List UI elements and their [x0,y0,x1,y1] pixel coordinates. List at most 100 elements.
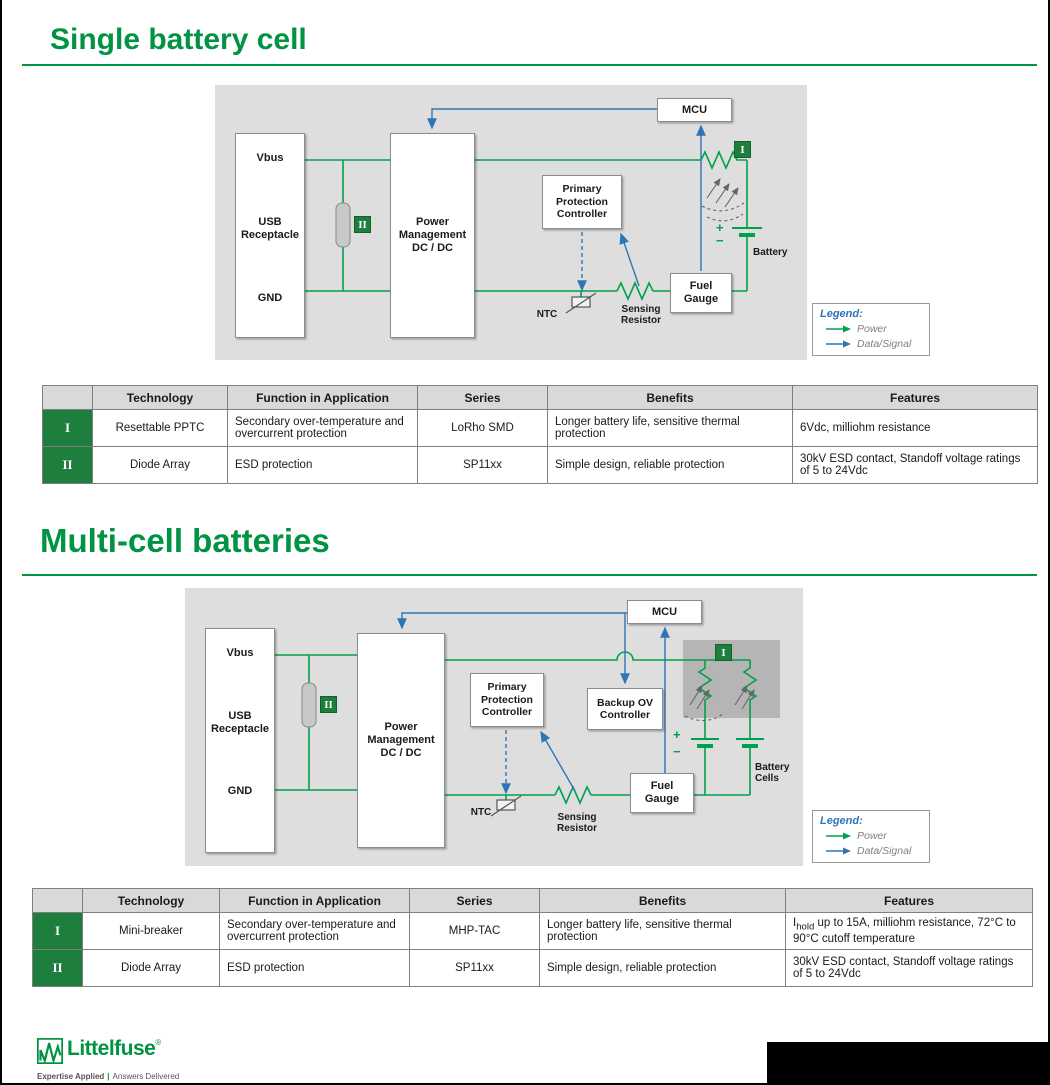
row-badge: II [32,949,83,987]
battery-cells-label: Battery Cells [755,762,790,785]
cell-benefits: Longer battery life, sensitive thermal p… [547,409,793,447]
cell-features: 30kV ESD contact, Standoff voltage ratin… [785,949,1033,987]
power-management-block: Power Management DC / DC [357,633,445,848]
multi-cell-table: Technology Function in Application Serie… [32,888,1033,987]
tagline-left: Expertise Applied [37,1072,105,1081]
usb-receptacle-label: USB Receptacle [210,709,270,735]
battery-minus-sign: − [673,744,681,759]
header-technology: Technology [82,888,220,913]
brand-tagline: Expertise Applied|Answers Delivered [37,1072,179,1081]
section2-title: Multi-cell batteries [40,522,330,559]
table-row: I Mini-breaker Secondary over-temperatur… [32,912,1033,950]
legend-data-label: Data/Signal [857,338,912,350]
signal-wires [397,612,670,795]
legend-power-row: Power [826,830,922,842]
table-row: II Diode Array ESD protection SP11xx Sim… [42,446,1038,484]
legend-data-row: Data/Signal [826,338,922,350]
bottom-right-black-box [767,1042,1048,1083]
header-badge [42,385,93,410]
usb-receptacle-label: USB Receptacle [240,215,300,241]
sensing-resistor-label: Sensing Resistor [556,812,597,835]
diode-array-badge-ii: II [320,696,337,713]
usb-receptacle-block: Vbus USB Receptacle GND [205,628,275,853]
legend-power-label: Power [857,830,887,842]
header-function: Function in Application [227,385,418,410]
cell-function: Secondary over-temperature and overcurre… [227,409,418,447]
legend-power-row: Power [826,323,922,335]
cell-function: ESD protection [219,949,410,987]
legend-title: Legend: [820,815,863,827]
battery-minus-sign: − [716,233,724,248]
cell-technology: Diode Array [82,949,220,987]
primary-protection-block: Primary Protection Controller [542,175,622,229]
table-header-row: Technology Function in Application Serie… [42,385,1038,410]
section2-divider [22,574,1037,576]
vbus-pin-label: Vbus [226,647,254,659]
battery-plus-sign: + [716,220,724,235]
data-signal-arrow-icon [826,340,851,348]
header-badge [32,888,83,913]
power-arrow-icon [826,832,851,840]
sensing-resistor-label: Sensing Resistor [620,304,661,327]
single-cell-table: Technology Function in Application Serie… [42,385,1038,484]
legend-title: Legend: [820,308,863,320]
header-features: Features [792,385,1038,410]
table-header-row: Technology Function in Application Serie… [32,888,1033,913]
backup-ov-controller-block: Backup OV Controller [587,688,663,730]
gnd-pin-label: GND [227,785,253,798]
features-subscript: hold [796,921,815,933]
cell-features: Ihold up to 15A, milliohm resistance, 72… [785,912,1033,950]
diode-array-symbol [301,682,317,728]
cell-series: SP11xx [409,949,540,987]
battery-plus-sign: + [673,727,681,742]
table-row: I Resettable PPTC Secondary over-tempera… [42,409,1038,447]
vbus-pin-label: Vbus [256,152,284,164]
brand-name: Littelfuse [67,1037,156,1060]
features-text: up to 15A, milliohm resistance, 72°C to … [793,917,1016,945]
thermal-arrows [684,685,755,722]
power-arrow-icon [826,325,851,333]
legend-box: Legend: Power Data/Signal [812,303,930,356]
fuel-gauge-block: Fuel Gauge [630,773,694,813]
row-badge: I [32,912,83,950]
littelfuse-logo-icon [37,1038,63,1064]
ntc-symbol [490,795,522,817]
fuel-gauge-block: Fuel Gauge [670,273,732,313]
cell-technology: Diode Array [92,446,228,484]
usb-receptacle-block: Vbus USB Receptacle GND [235,133,305,338]
header-benefits: Benefits [547,385,793,410]
cell-function: ESD protection [227,446,418,484]
header-function: Function in Application [219,888,410,913]
tagline-separator: | [107,1072,110,1081]
legend-data-row: Data/Signal [826,845,922,857]
cell-series: LoRho SMD [417,409,548,447]
table-row: II Diode Array ESD protection SP11xx Sim… [32,949,1033,987]
ntc-label: NTC [470,807,492,818]
ntc-label: NTC [536,309,558,320]
features-symbol: I [793,917,797,930]
single-cell-wires [305,108,762,314]
legend-data-label: Data/Signal [857,845,912,857]
power-management-block: Power Management DC / DC [390,133,475,338]
cell-technology: Resettable PPTC [92,409,228,447]
row-badge: I [42,409,93,447]
pptc-badge-i: I [734,141,751,158]
header-features: Features [785,888,1033,913]
cell-benefits: Longer battery life, sensitive thermal p… [539,912,786,950]
header-series: Series [417,385,548,410]
tagline-right: Answers Delivered [112,1072,180,1081]
cell-series: MHP-TAC [409,912,540,950]
diode-array-badge-ii: II [354,216,371,233]
data-signal-arrow-icon [826,847,851,855]
cell-benefits: Simple design, reliable protection [539,949,786,987]
primary-protection-block: Primary Protection Controller [470,673,544,727]
section1-title: Single battery cell [50,23,307,56]
diode-array-symbol [335,202,351,248]
header-benefits: Benefits [539,888,786,913]
section1-divider [22,64,1037,66]
gnd-pin-label: GND [257,292,283,305]
cell-features: 30kV ESD contact, Standoff voltage ratin… [792,446,1038,484]
header-series: Series [409,888,540,913]
header-technology: Technology [92,385,228,410]
